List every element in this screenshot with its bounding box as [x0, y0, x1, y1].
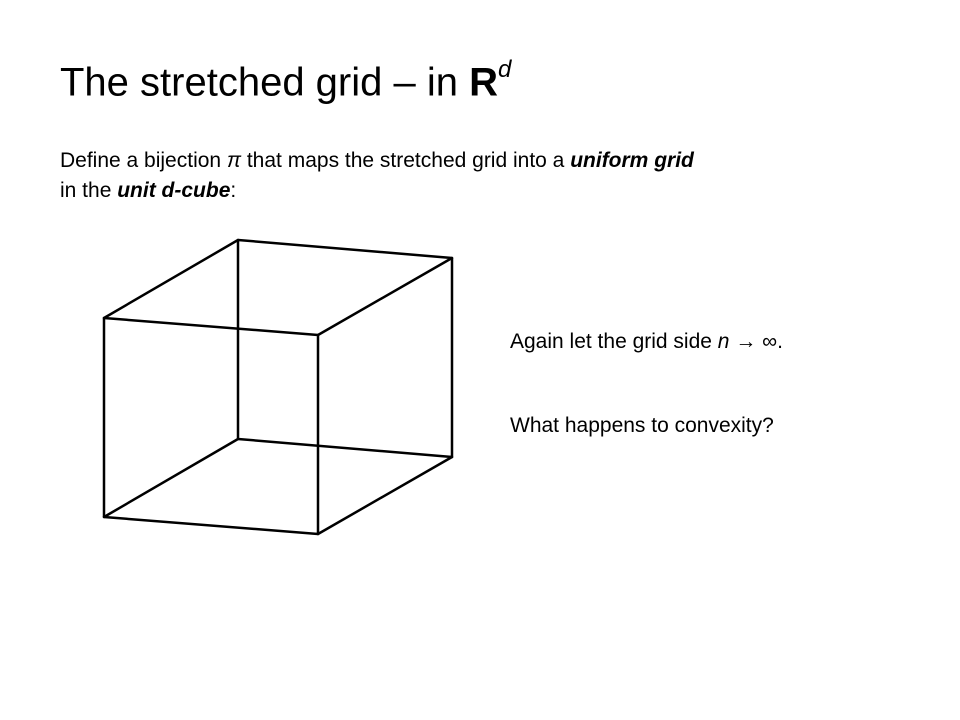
note-grid-side: Again let the grid side n → ∞.	[510, 328, 783, 356]
intro-emphasis-unit-cube: unit d-cube	[117, 179, 231, 202]
cube-back-face	[236, 238, 454, 459]
note1-infinity: ∞.	[756, 330, 783, 353]
intro-emphasis-uniform-grid: uniform grid	[570, 149, 694, 172]
cube-edge-bottom-left	[102, 437, 240, 519]
cube-edge-top-left	[102, 238, 240, 320]
title-bold-r: R	[469, 60, 498, 105]
title-superscript: d	[498, 56, 512, 83]
note-convexity-question: What happens to convexity?	[510, 414, 774, 437]
intro-text-3: in the	[60, 179, 118, 202]
note1-text: Again let the grid side	[510, 330, 718, 353]
cube-edge-top-right	[316, 256, 454, 337]
intro-text-2: that maps the stretched grid into a	[241, 149, 571, 172]
note1-variable-n: n	[717, 330, 730, 353]
title-text: The stretched grid – in	[60, 60, 470, 105]
intro-text-1: Define a bijection	[60, 149, 227, 172]
arrow-right-icon: →	[735, 330, 757, 353]
intro-text-4: :	[230, 179, 237, 202]
cube-edge-bottom-right	[316, 455, 454, 536]
intro-pi: π	[226, 149, 242, 172]
slide-title: The stretched grid – in Rd	[60, 50, 511, 106]
cube-front-face	[102, 316, 320, 536]
intro-paragraph: Define a bijection π that maps the stret…	[60, 146, 900, 206]
